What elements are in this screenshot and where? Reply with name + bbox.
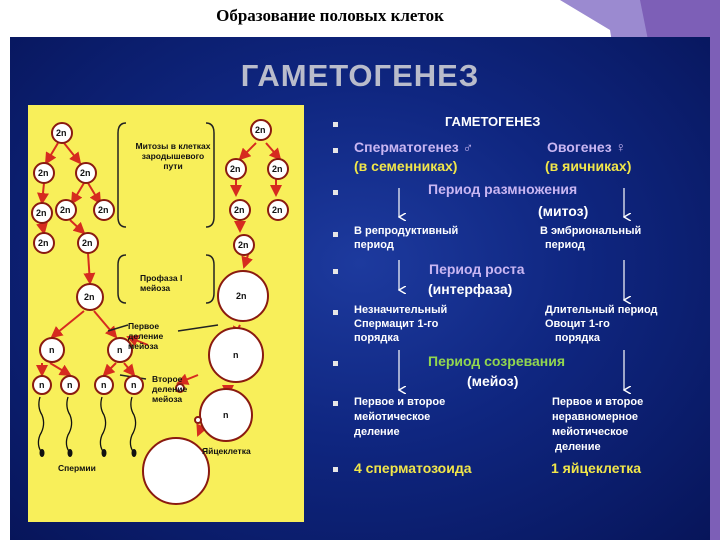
bullet [333, 269, 338, 274]
slide-title: Образование половых клеток [216, 6, 444, 25]
period-maturation: Период созревания [428, 353, 566, 369]
bullet [333, 122, 338, 127]
result-egg: 1 яйцеклетка [551, 460, 641, 476]
spermatogenesis-label: Сперматогенез ♂ [354, 139, 474, 155]
result-sperm: 4 сперматозоида [354, 460, 472, 476]
cell-label: 2n [230, 164, 241, 174]
cell-label: 2n [80, 168, 91, 178]
cell-label: 2n [234, 205, 245, 215]
cell-label: 2n [238, 240, 249, 250]
p3-right-2: неравномерное [552, 411, 639, 423]
cell-label: 2n [36, 208, 47, 218]
gametogenesis-diagram: 2n 2n 2n 2n 2n 2n 2n 2n 2n n n n n n n 2… [28, 105, 304, 522]
first-division-label: Первое деление мейоза [128, 321, 164, 351]
p1-right-1: В эмбриональный [540, 225, 642, 237]
p2-left-1: Незначительный [354, 304, 448, 316]
p3-right-4: деление [555, 441, 601, 453]
sperm-place: (в семенниках) [354, 158, 458, 174]
cell-label: 2n [255, 125, 266, 135]
cell-label: 2n [98, 205, 109, 215]
cell-label: 2n [272, 205, 283, 215]
cell-label: 2n [272, 164, 283, 174]
cell-label: 2n [84, 292, 95, 302]
cell-label: 2n [60, 205, 71, 215]
ovogenesis-label: Овогенез ♀ [547, 139, 627, 155]
cell-label: 2n [56, 128, 67, 138]
bullet [333, 310, 338, 315]
p2-right-3: порядка [555, 332, 600, 344]
bullet [333, 467, 338, 472]
p2-right-1: Длительный период [545, 304, 658, 316]
bullet [333, 148, 338, 153]
p3-right-1: Первое и второе [552, 396, 644, 408]
egg-label: Яйцеклетка [202, 446, 251, 456]
cell-label: 2n [38, 238, 49, 248]
p2-left-2: Спермацит 1-го [354, 318, 439, 330]
bullet [333, 361, 338, 366]
main-title: ГАМЕТОГЕНЕЗ [240, 58, 480, 93]
p3-left-2: мейотическое [354, 411, 431, 423]
prophase-label: Профаза I мейоза [140, 273, 183, 293]
cell-label: n [223, 410, 229, 420]
cell-label: n [49, 345, 55, 355]
cell-label: 2n [38, 168, 49, 178]
p3-right-3: мейотическое [552, 426, 629, 438]
cell-label: n [101, 380, 107, 390]
p1-right-2: период [545, 239, 585, 251]
p2-left-3: порядка [354, 332, 399, 344]
period-growth-sub: (интерфаза) [428, 281, 513, 297]
bullet [333, 190, 338, 195]
p3-left-3: деление [354, 426, 400, 438]
period-reproduction-sub: (митоз) [538, 203, 589, 219]
period-maturation-sub: (мейоз) [467, 373, 519, 389]
p1-left-1: В репродуктивный [354, 225, 459, 237]
second-division-label: Второе деление мейоза [152, 374, 188, 404]
cell-label: 2n [82, 238, 93, 248]
p2-right-2: Овоцит 1-го [545, 318, 610, 330]
cell-label: 2n [236, 291, 247, 301]
period-growth: Период роста [429, 261, 525, 277]
p1-left-2: период [354, 239, 394, 251]
cell-label: n [131, 380, 137, 390]
mitosis-label: Митозы в клетках зародышевого пути [135, 141, 211, 171]
cell-label: n [233, 350, 239, 360]
cell-label: n [39, 380, 45, 390]
cell-label: n [117, 345, 123, 355]
period-reproduction: Период размножения [428, 181, 578, 197]
right-heading: ГАМЕТОГЕНЕЗ [445, 114, 541, 129]
bullet [333, 401, 338, 406]
cell-label: n [67, 380, 73, 390]
p3-left-1: Первое и второе [354, 396, 446, 408]
bullet [333, 232, 338, 237]
sperm-label: Спермии [58, 463, 96, 473]
ovo-place: (в яичниках) [545, 158, 632, 174]
